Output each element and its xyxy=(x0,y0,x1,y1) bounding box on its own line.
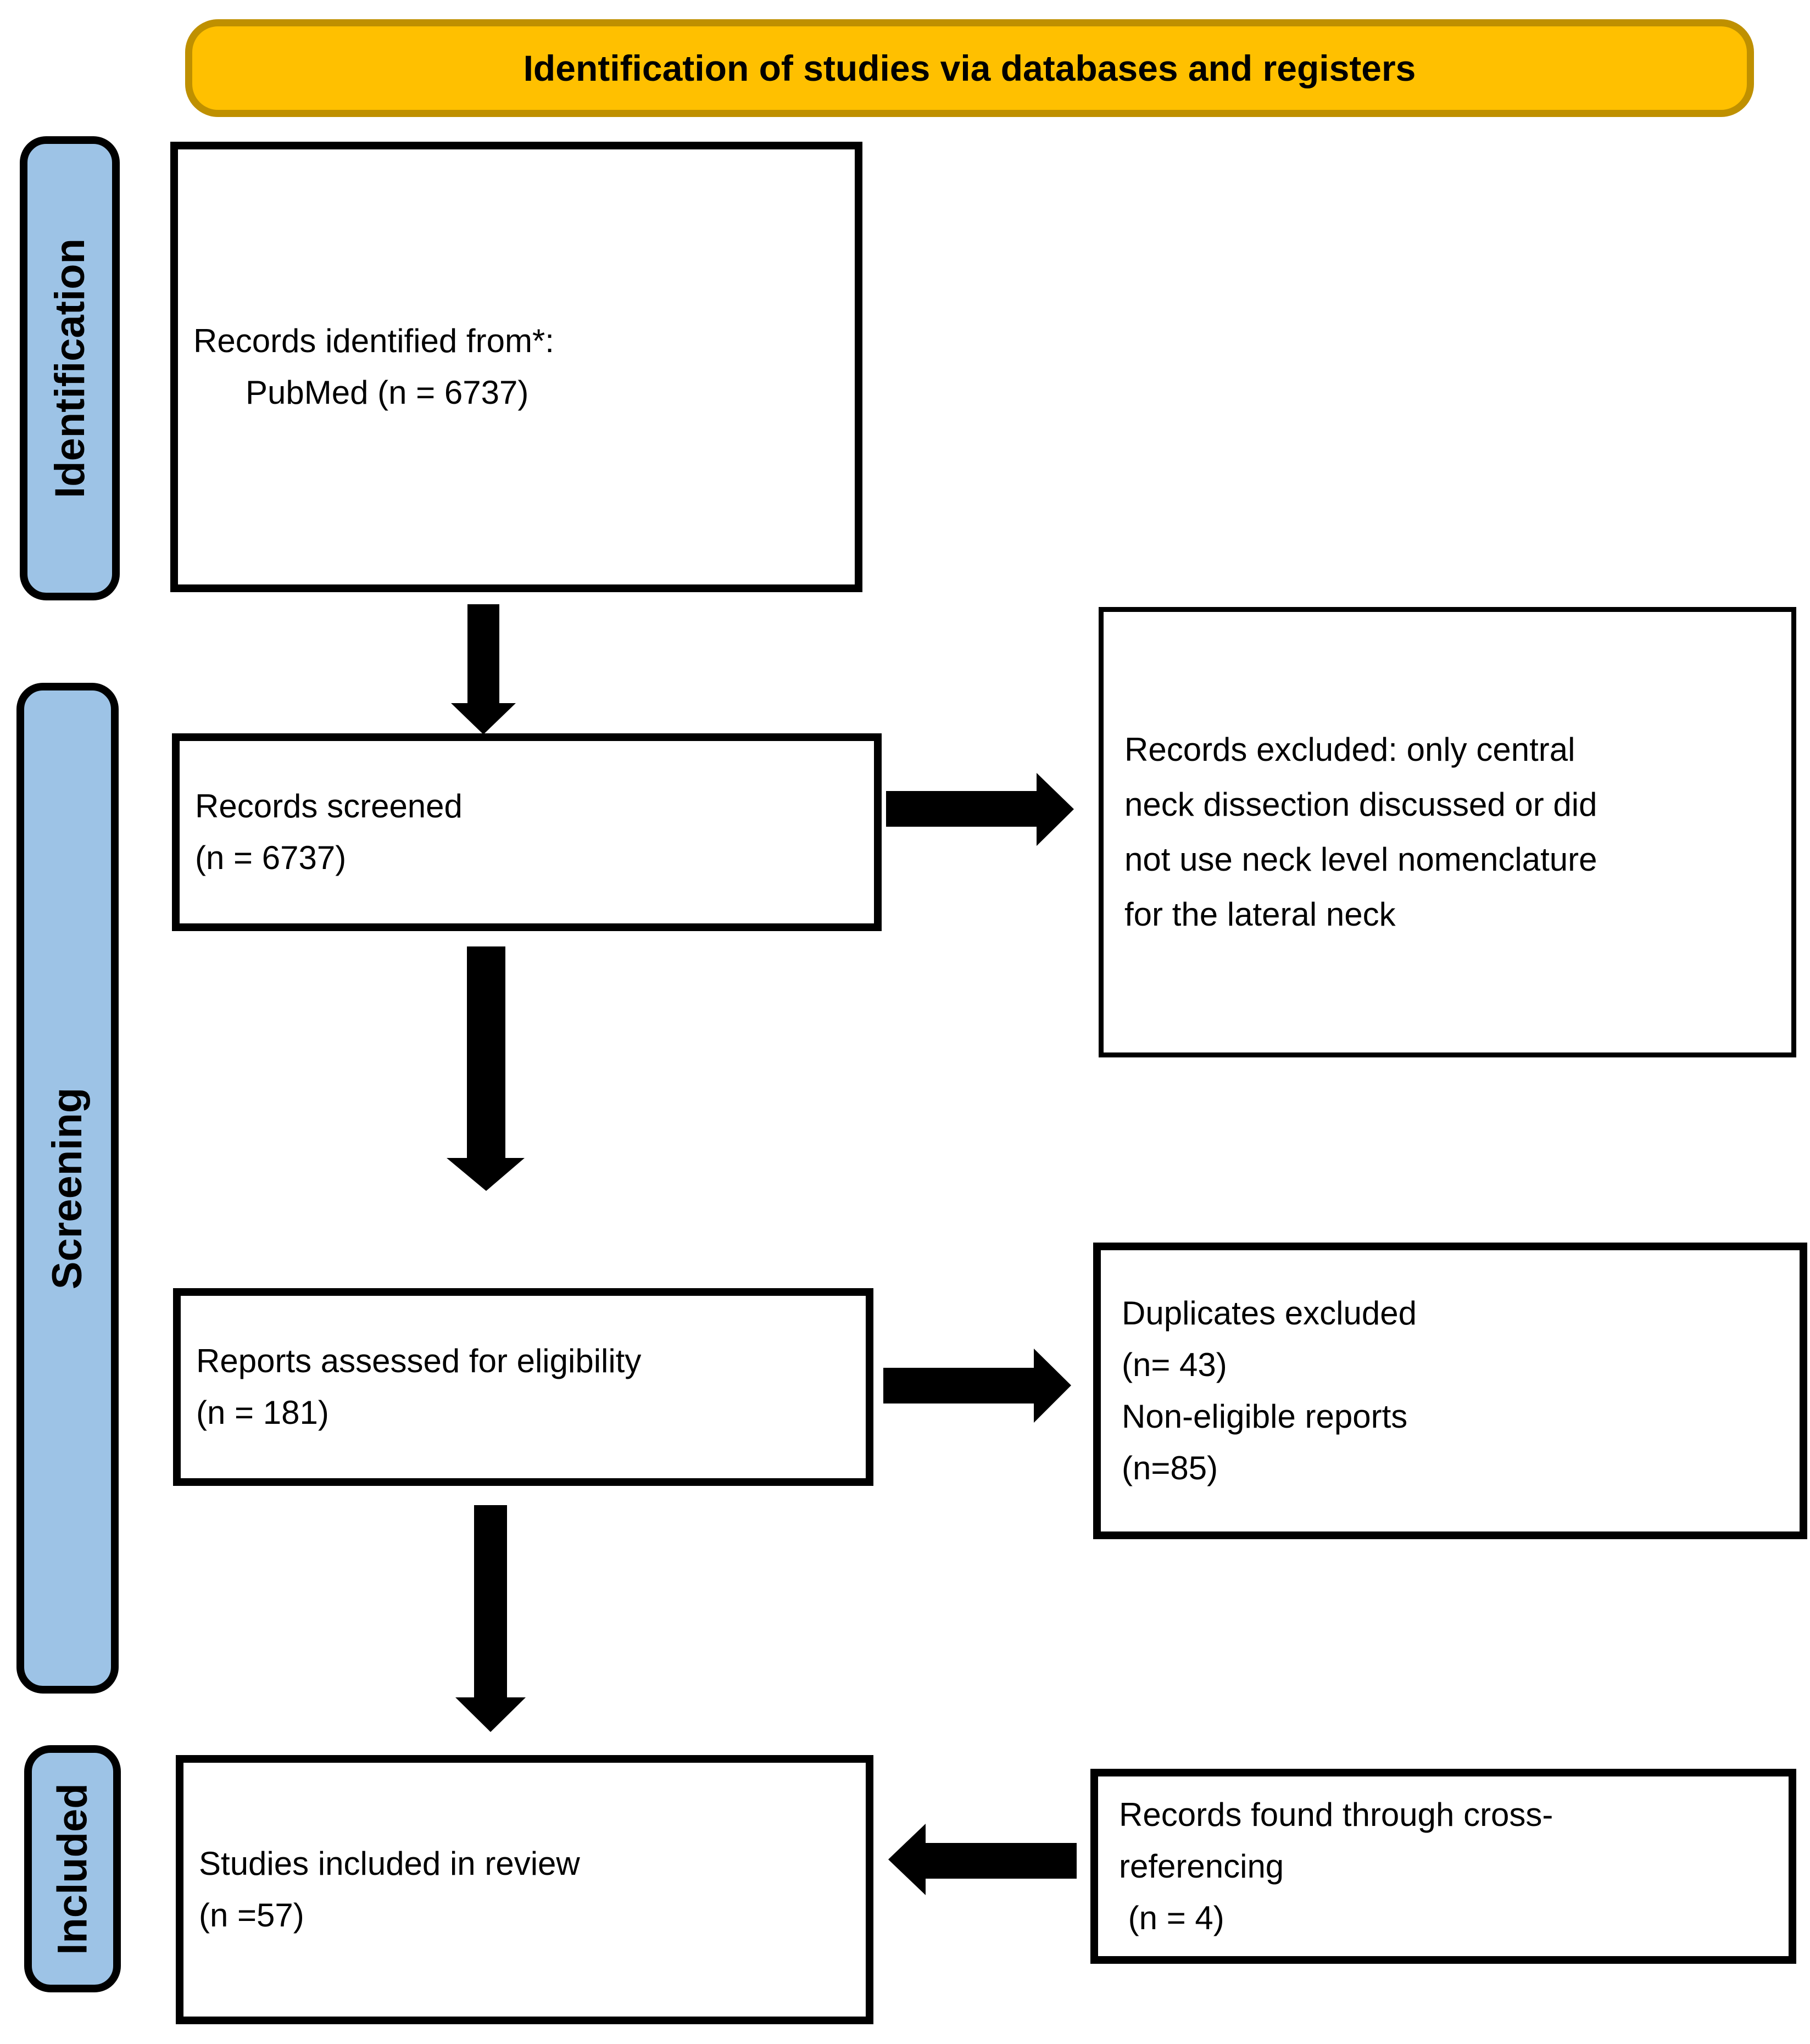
studies-included-line1: Studies included in review xyxy=(199,1845,580,1882)
right-arrow-icon-1 xyxy=(886,773,1074,846)
records-identified-line1: Records identified from*: xyxy=(193,322,554,359)
records-excluded-line2: neck dissection discussed or did xyxy=(1124,786,1597,823)
down-arrow-icon-1 xyxy=(451,604,516,734)
records-excluded-line4: for the lateral neck xyxy=(1124,896,1396,933)
reports-assessed-line1: Reports assessed for eligibility xyxy=(196,1343,642,1379)
box-studies-included: Studies included in review (n =57) xyxy=(176,1755,873,2024)
box-records-screened: Records screened (n = 6737) xyxy=(172,733,882,931)
records-excluded-line1: Records excluded: only central xyxy=(1124,731,1575,768)
stage-screening: Screening xyxy=(16,683,119,1694)
reports-assessed-line2: (n = 181) xyxy=(196,1394,329,1431)
box-records-excluded: Records excluded: only central neck diss… xyxy=(1099,607,1796,1057)
banner-title-label: Identification of studies via databases … xyxy=(523,48,1416,88)
stage-screening-label: Screening xyxy=(44,1087,91,1289)
box-duplicates-excluded: Duplicates excluded (n= 43) Non-eligible… xyxy=(1093,1243,1807,1539)
stage-identification-label: Identification xyxy=(46,238,93,498)
duplicates-excluded-line3: Non-eligible reports xyxy=(1122,1398,1408,1435)
duplicates-excluded-line4: (n=85) xyxy=(1122,1450,1218,1486)
stage-included-label: Included xyxy=(49,1783,96,1955)
stage-included: Included xyxy=(24,1745,121,1992)
records-identified-line2: PubMed (n = 6737) xyxy=(246,374,529,411)
studies-included-line2: (n =57) xyxy=(199,1897,304,1934)
duplicates-excluded-line2: (n= 43) xyxy=(1122,1346,1227,1383)
duplicates-excluded-line1: Duplicates excluded xyxy=(1122,1295,1417,1332)
box-records-identified: Records identified from*: PubMed (n = 67… xyxy=(170,142,862,592)
crossref-records-line1: Records found through cross- xyxy=(1119,1796,1553,1833)
crossref-records-line2: referencing xyxy=(1119,1847,1284,1885)
down-arrow-icon-3 xyxy=(455,1505,526,1732)
records-excluded-line3: not use neck level nomenclature xyxy=(1124,841,1597,878)
stage-identification: Identification xyxy=(20,136,120,600)
records-screened-line2: (n = 6737) xyxy=(195,839,347,876)
banner-title: Identification of studies via databases … xyxy=(185,19,1754,117)
box-crossref-records: Records found through cross- referencing… xyxy=(1090,1769,1796,1964)
left-arrow-icon-1 xyxy=(888,1824,1077,1895)
crossref-records-line3: (n = 4) xyxy=(1119,1899,1224,1936)
right-arrow-icon-2 xyxy=(883,1349,1071,1423)
records-screened-line1: Records screened xyxy=(195,788,463,825)
down-arrow-icon-2 xyxy=(447,946,525,1191)
box-reports-assessed: Reports assessed for eligibility (n = 18… xyxy=(173,1288,873,1486)
